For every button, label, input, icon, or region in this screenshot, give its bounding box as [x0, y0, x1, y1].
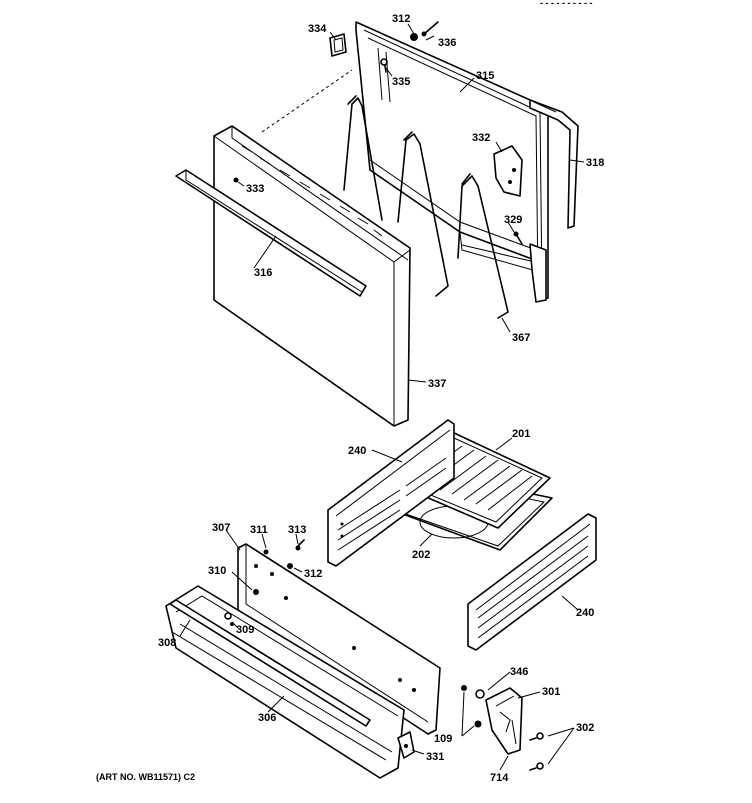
roller-346-icon: [461, 685, 485, 699]
callout-309: 309: [236, 624, 254, 636]
side-trim-318: [529, 99, 579, 229]
callout-307: 307: [212, 522, 230, 534]
screw-311-icon: [263, 549, 269, 555]
bracket-332: [493, 145, 523, 197]
callout-334: 334: [308, 23, 327, 35]
callout-367: 367: [512, 332, 530, 344]
callout-202: 202: [412, 549, 430, 561]
callout-201: 201: [512, 428, 530, 440]
screw-312-icon: [410, 33, 418, 41]
side-panel-left-240: [327, 419, 455, 567]
vent-slots: [241, 145, 383, 237]
callout-306: 306: [258, 712, 276, 724]
callout-302: 302: [576, 722, 594, 734]
callout-labels: 334 312 336 335 315 318 332 333 316 329 …: [158, 13, 604, 784]
header-fragment: - - - - - - - - - -: [540, 0, 592, 8]
side-panel-right-240: [467, 513, 597, 651]
bracket-331: [397, 731, 415, 759]
callout-240-left: 240: [348, 445, 366, 457]
drawer-handle-308: [169, 599, 371, 727]
screw-310-icon: [253, 589, 259, 595]
callout-240-right: 240: [576, 607, 594, 619]
screws-302-icon: [529, 732, 544, 771]
rack-support-wires-367: [343, 95, 509, 319]
callout-312-lower: 312: [304, 568, 322, 580]
callout-109: 109: [434, 733, 452, 745]
callout-346: 346: [510, 666, 528, 678]
hinge-clip-334: [329, 33, 347, 57]
callout-311: 311: [250, 524, 268, 536]
callout-331: 331: [426, 751, 444, 763]
door-handle-316: [175, 169, 367, 297]
screw-329-icon: [513, 231, 523, 245]
callout-310: 310: [208, 565, 226, 577]
screw-313-icon: [295, 539, 305, 551]
drawer-slide-301: [485, 687, 523, 755]
pin-335-icon: [380, 58, 388, 73]
callout-337: 337: [428, 378, 446, 390]
callout-318: 318: [586, 157, 604, 169]
alignment-line: [261, 69, 353, 133]
callout-335: 335: [392, 76, 410, 88]
art-number: (ART NO. WB11571) C2: [96, 772, 195, 782]
screw-336-icon: [421, 21, 439, 37]
callout-332: 332: [472, 132, 490, 144]
screw-333-icon: [233, 177, 239, 183]
callout-312: 312: [392, 13, 410, 25]
outer-door-panel: [213, 125, 411, 427]
callout-316: 316: [254, 267, 272, 279]
leader-lines: [179, 23, 585, 771]
door-inner-panel: [355, 21, 549, 301]
liner-hinge: [529, 243, 547, 303]
callout-336: 336: [438, 37, 456, 49]
screw-312-lower-icon: [287, 563, 293, 569]
callout-329: 329: [504, 214, 522, 226]
callout-714: 714: [490, 772, 509, 784]
callout-315: 315: [476, 70, 494, 82]
callout-308: 308: [158, 637, 176, 649]
callout-333: 333: [246, 183, 264, 195]
roller-109-icon: [474, 720, 482, 728]
callout-301: 301: [542, 686, 560, 698]
callout-313: 313: [288, 524, 306, 536]
